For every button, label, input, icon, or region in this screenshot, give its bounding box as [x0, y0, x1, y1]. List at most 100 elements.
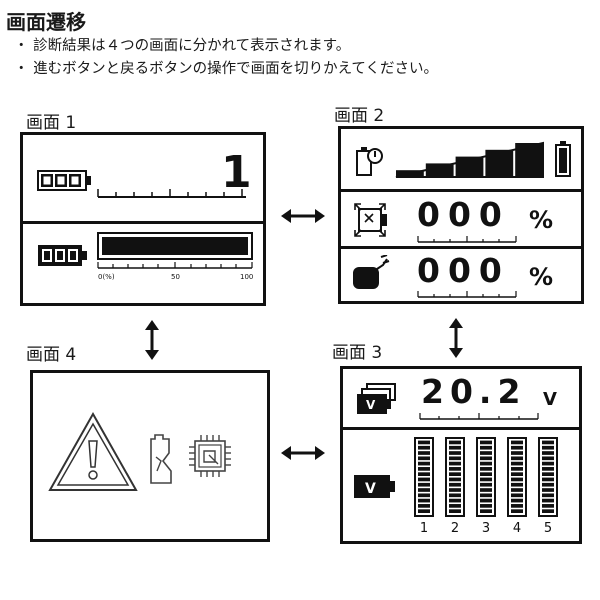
double-arrow-horizontal-top [281, 209, 325, 223]
cell-3-segment [480, 488, 492, 492]
level-bar-4 [485, 149, 514, 177]
screen2-row-b: 000 % [341, 249, 581, 303]
cell-5-segment [542, 467, 554, 471]
cell-1-segment [418, 498, 430, 503]
stacked-battery-icon: V [357, 383, 396, 414]
cell-3-segment [480, 472, 492, 476]
cell-3-segment [480, 493, 492, 498]
cell-5-segment [542, 456, 554, 461]
scale-label-100: 100 [240, 273, 253, 281]
screen-4 [30, 370, 270, 542]
battery-icon [38, 245, 87, 266]
screen3-cells-row: V 1 2 3 4 5 [343, 430, 579, 544]
cell-3-segment [480, 467, 492, 471]
cell-label-1: 1 [420, 521, 428, 536]
cell-5-segment [542, 482, 554, 487]
cell-1-segment [418, 509, 430, 513]
motor-icon [354, 203, 387, 237]
cell-4-segment [511, 467, 523, 471]
cell-5-segment [542, 493, 554, 498]
screen1-top-row: 1 [23, 135, 263, 221]
cell-4-segment [511, 488, 523, 492]
cell-2-segment [449, 488, 461, 492]
cell-1-segment [418, 477, 430, 482]
cell-2-segment [449, 451, 461, 455]
level-bar-1 [396, 170, 424, 177]
cell-1-segment [418, 451, 430, 455]
screen1-level-fill [102, 237, 248, 255]
cell-1-segment [418, 482, 430, 487]
warning-triangle-icon [48, 411, 138, 491]
cell-4-segment [511, 504, 523, 508]
cell-3-segment [480, 440, 492, 445]
screen2-label: 画面 2 [334, 106, 385, 126]
cell-4-segment [511, 461, 523, 466]
cell-3-segment [480, 482, 492, 487]
cell-1-segment [418, 456, 430, 461]
screen2-row-a: 000 % [341, 192, 581, 246]
double-arrow-vertical-left [145, 320, 159, 360]
cell-3-segment [480, 504, 492, 508]
double-arrow-horizontal-bottom [281, 446, 325, 460]
screen3-voltage-row: V 20.2 V [343, 369, 579, 427]
double-arrow-vertical-right [449, 318, 463, 358]
screen2-scale-b [417, 291, 517, 298]
cell-3-segment [480, 498, 492, 503]
spray-icon [353, 255, 390, 289]
cell-1-segment [418, 472, 430, 476]
cell-3-segment [480, 451, 492, 455]
cell-3-segment [480, 461, 492, 466]
cell-5-segment [542, 504, 554, 508]
cell-5-segment [542, 498, 554, 503]
cell-label-5: 5 [544, 521, 552, 536]
cell-2-segment [449, 477, 461, 482]
cell-1-segment [418, 445, 430, 450]
battery-pack-icon [37, 170, 91, 191]
screen-2: 000 % 000 % [338, 126, 584, 304]
screen2-battery-icon [555, 141, 571, 177]
cell-5-segment [542, 440, 554, 445]
cell-5-segment [542, 461, 554, 466]
scale-label-0: 0(%) [98, 273, 115, 281]
cell-3-segment [480, 445, 492, 450]
description-line-1: ・ 診断結果は４つの画面に分かれて表示されます。 [14, 38, 351, 54]
cell-1-segment [418, 461, 430, 466]
screen2-scale-a [417, 236, 517, 243]
battery-plug-icon [356, 147, 383, 176]
cell-4-segment [511, 451, 523, 455]
cell-2-segment [449, 445, 461, 450]
screen2-value-b: 000 [417, 251, 510, 290]
screen-3: V 20.2 V V 1 2 3 4 5 [340, 366, 582, 544]
cell-2-segment [449, 440, 461, 445]
screen3-voltage-unit: V [543, 389, 557, 410]
cell-3-segment [480, 456, 492, 461]
screen-1: 1 0(%) 50 100 [20, 132, 266, 306]
cell-2-segment [449, 509, 461, 513]
cell-4-segment [511, 509, 523, 513]
broken-battery-icon [150, 434, 172, 484]
screen3-cell-bars: 1 2 3 4 5 [414, 437, 558, 536]
screen3-label: 画面 3 [332, 343, 383, 363]
cell-3-segment [480, 509, 492, 513]
screen2-unit-b: % [529, 263, 554, 291]
screen1-top-scale [97, 189, 246, 198]
cell-5-segment [542, 477, 554, 482]
screen1-count-value: 1 [221, 147, 252, 198]
cell-5-segment [542, 451, 554, 455]
cell-label-2: 2 [451, 521, 459, 536]
cell-4-segment [511, 498, 523, 503]
cell-label-4: 4 [513, 521, 521, 536]
svg-text:V: V [365, 481, 376, 497]
cell-label-3: 3 [482, 521, 490, 536]
screen1-level-bar: 0(%) 50 100 [97, 232, 253, 281]
cell-battery-icon: V [354, 475, 395, 498]
cell-2-segment [449, 498, 461, 503]
cell-5-segment [542, 472, 554, 476]
screen1-bottom-row: 0(%) 50 100 [23, 224, 263, 306]
cell-1-segment [418, 440, 430, 445]
cell-2-segment [449, 504, 461, 508]
cell-5-segment [542, 509, 554, 513]
cell-4-segment [511, 477, 523, 482]
cell-1-segment [418, 493, 430, 498]
cell-2-segment [449, 461, 461, 466]
